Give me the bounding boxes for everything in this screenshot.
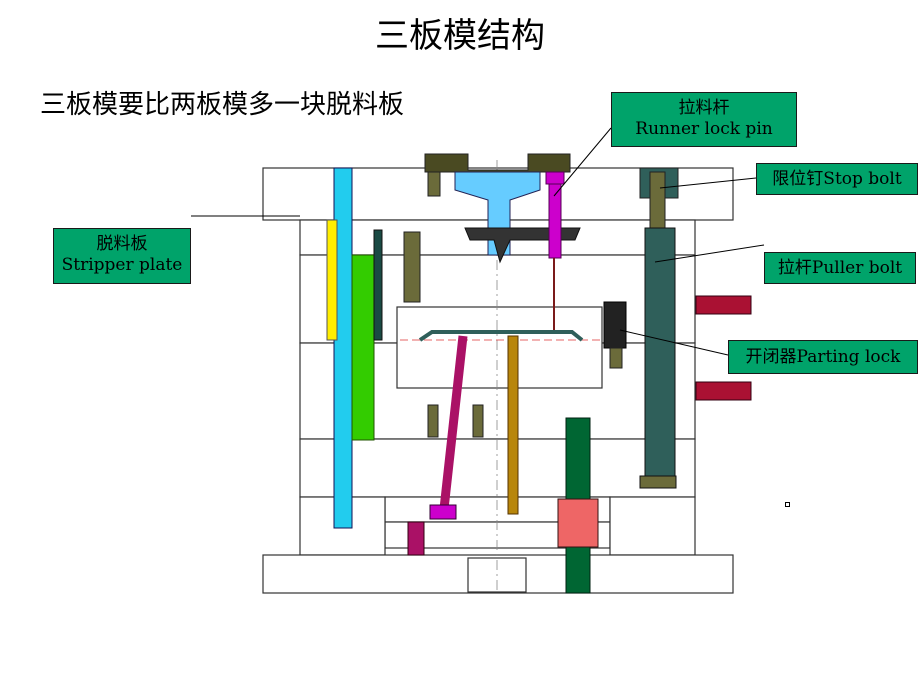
runner-lock-pin-label: 拉料杆 Runner lock pin — [611, 92, 797, 147]
ejector-pin-head-magenta — [429, 504, 457, 520]
spacer-right — [609, 496, 696, 556]
cooling-connector-lower — [695, 381, 752, 401]
runner-lock-pin-head — [545, 171, 565, 185]
puller-bolt-label: 拉杆Puller bolt — [764, 252, 916, 284]
molded-part — [418, 330, 584, 342]
support-plate — [299, 438, 696, 498]
leader-runner-lock-pin — [553, 127, 612, 197]
stop-bolt-label: 限位钉Stop bolt — [756, 163, 918, 195]
parting-lock-stud — [609, 347, 623, 369]
slide-title: 三板模结构 — [375, 16, 545, 56]
b-plate-screw-right — [472, 404, 484, 438]
top-screw-left — [427, 171, 441, 197]
guide-green-block — [351, 254, 375, 441]
parting-lock — [603, 301, 627, 349]
leader-stop-bolt — [659, 177, 757, 189]
ejector-pin-angled — [438, 335, 468, 519]
leader-parting-lock — [619, 329, 729, 356]
puller-bolt-head — [639, 475, 677, 489]
sprue-bushing — [454, 171, 541, 256]
slide-subtitle: 三板模要比两板模多一块脱料板 — [40, 90, 405, 120]
puller-bolt — [644, 227, 676, 479]
b-plate-screw-left — [427, 404, 439, 438]
runner-lock-pin — [548, 173, 562, 259]
stripper-yellow-block — [326, 219, 338, 341]
parting-lock-label: 开闭器Parting lock — [728, 340, 918, 374]
slide-marker-square — [785, 502, 790, 507]
guide-dark-strip — [373, 229, 383, 341]
support-pillar-collar — [557, 498, 599, 548]
leader-lines — [191, 127, 765, 356]
ejector-pin-vertical — [507, 335, 519, 515]
leader-puller-bolt — [654, 244, 765, 263]
a-plate-screw — [403, 231, 421, 303]
cavity-insert — [396, 306, 603, 389]
cooling-connector-upper — [695, 295, 752, 315]
ejector-guide-bush — [407, 521, 425, 556]
stripper-plate-label: 脱料板 Stripper plate — [53, 228, 191, 284]
